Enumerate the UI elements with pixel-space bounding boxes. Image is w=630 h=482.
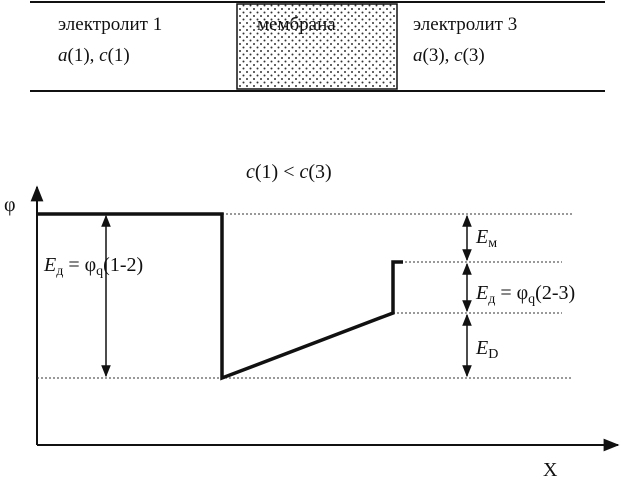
membrane-region (236, 3, 398, 90)
concentration-condition: c(1) < c(3) (246, 161, 332, 183)
electrolyte-3-label: электролит 3 (413, 14, 517, 35)
right-diffusion-label: Eд = φq(2-3) (475, 282, 575, 307)
donnan-potential-label: ED (475, 337, 498, 362)
potential-profile-curve (37, 212, 403, 381)
left-diffusion-label: Eд = φq(1-2) (43, 254, 143, 279)
x-axis-label: X (543, 459, 558, 481)
electrolyte-3-quantities: a(3), c(3) (413, 45, 485, 66)
reference-levels (37, 213, 572, 379)
electrolyte-1-quantities: a(1), c(1) (58, 45, 130, 66)
membrane-potential-label: Eм (475, 226, 497, 251)
membrane-label: мембрана (257, 14, 336, 35)
cell-strip: электролит 1 a(1), c(1) мембрана электро… (30, 1, 605, 92)
y-axis-label: φ (4, 194, 16, 216)
axes: φ X (4, 185, 620, 481)
electrolyte-1-label: электролит 1 (58, 14, 162, 35)
